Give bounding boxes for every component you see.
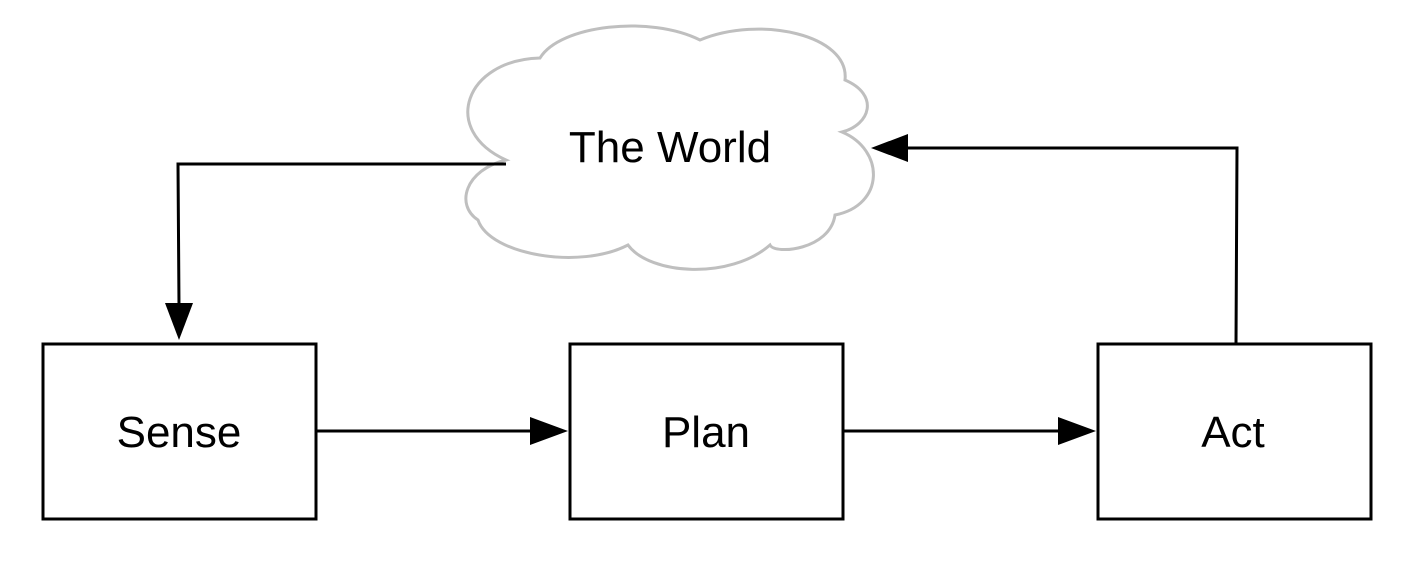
world-cloud: The World	[464, 24, 875, 271]
arrow-plan-to-act	[843, 417, 1096, 445]
world-cloud-shape	[464, 24, 875, 271]
plan-label: Plan	[662, 408, 750, 457]
arrow-act-to-world	[871, 134, 1239, 345]
sense-box-frame	[41, 342, 318, 521]
world-label: The World	[569, 123, 771, 172]
arrow-world-to-sense-head	[165, 303, 193, 340]
arrow-plan-to-act-head	[1058, 417, 1096, 445]
act-box: Act	[1096, 342, 1373, 521]
arrow-world-to-sense	[165, 162, 506, 340]
act-label: Act	[1201, 408, 1265, 457]
arrow-act-to-world-line	[905, 146, 1239, 345]
arrow-sense-to-plan	[316, 417, 568, 445]
arrow-world-to-sense-line	[176, 162, 506, 307]
plan-box: Plan	[568, 342, 845, 521]
act-box-frame	[1096, 342, 1373, 521]
arrow-sense-to-plan-head	[530, 417, 568, 445]
arrow-act-to-world-head	[871, 134, 908, 162]
plan-box-frame	[568, 342, 845, 521]
sense-label: Sense	[117, 408, 242, 457]
sense-box: Sense	[41, 342, 318, 521]
